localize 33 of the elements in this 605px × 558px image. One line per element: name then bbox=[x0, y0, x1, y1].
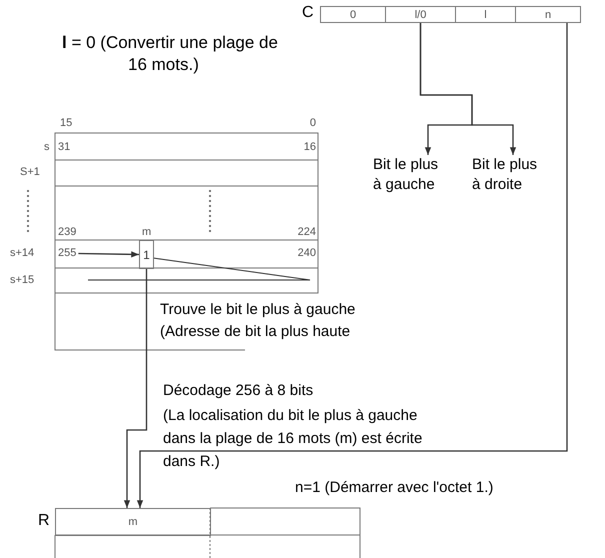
word-label: S+1 bbox=[20, 166, 40, 179]
bit-number: 16 bbox=[302, 141, 316, 154]
step-text: Décodage 256 à 8 bits bbox=[163, 381, 314, 401]
step-text: (La localisation du bit le plus à gauche dans la plage de 16 mots (m) est écrite dans R.) bbox=[163, 406, 424, 472]
arrow bbox=[124, 269, 148, 508]
word-label: s+15 bbox=[10, 274, 34, 287]
arrow bbox=[78, 251, 140, 258]
step-text: (Adresse de bit la plus haute bbox=[160, 322, 350, 342]
bit-cell: 1 bbox=[139, 240, 154, 269]
register-cell: l/0 bbox=[385, 6, 456, 23]
bit-label: Bit le plus à gauche bbox=[373, 155, 445, 195]
register-cell: l bbox=[455, 6, 516, 23]
step-text: Trouve le bit le plus à gauche bbox=[160, 300, 356, 320]
note-text: n=1 (Démarrer avec l'octet 1.) bbox=[295, 478, 494, 498]
bit-number: 255 bbox=[58, 247, 76, 260]
register-cell: n bbox=[515, 6, 581, 23]
bit-label: m bbox=[142, 226, 152, 239]
bit-number: 224 bbox=[296, 226, 316, 239]
word-label: s bbox=[44, 141, 50, 154]
register-name: C bbox=[302, 4, 314, 22]
bit-number: 240 bbox=[296, 247, 316, 260]
bit-number: 15 bbox=[60, 117, 72, 130]
register-name: R bbox=[38, 512, 50, 530]
bit-number: 31 bbox=[58, 141, 70, 154]
register-cell: m bbox=[55, 508, 211, 536]
arrow bbox=[136, 23, 568, 508]
bit-number: 239 bbox=[58, 226, 76, 239]
register-cell: 0 bbox=[320, 6, 386, 23]
bit-label: Bit le plus à droite bbox=[472, 155, 544, 195]
instruction-note: l = 0 (Convertir une plage de 16 mots.) bbox=[62, 32, 279, 76]
bit-number: 0 bbox=[308, 117, 316, 130]
arrow bbox=[420, 23, 516, 155]
word-label: s+14 bbox=[10, 247, 34, 260]
